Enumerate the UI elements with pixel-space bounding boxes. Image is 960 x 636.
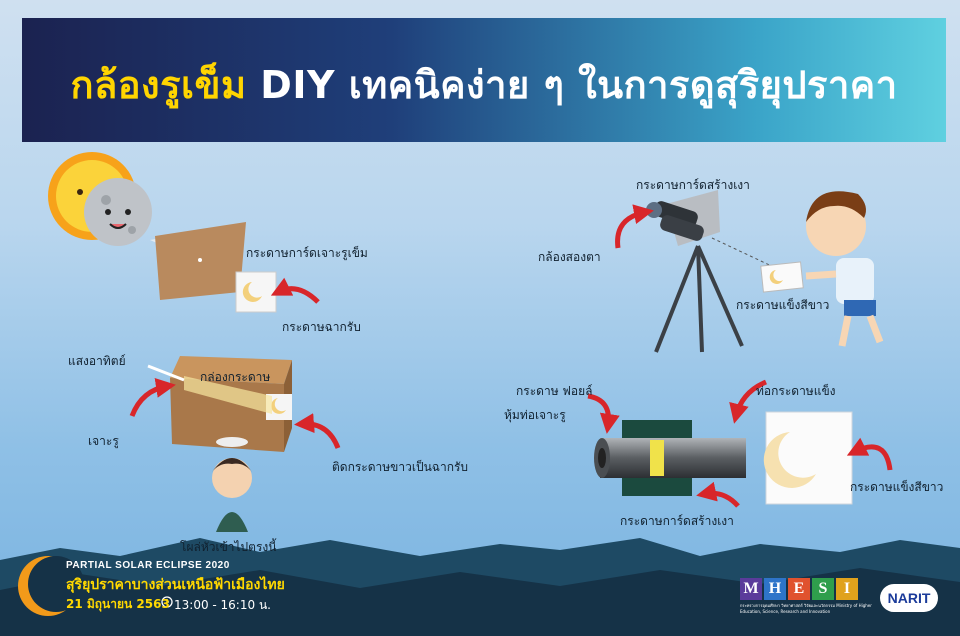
label-tube: ท่อกระดาษแข็ง bbox=[756, 384, 836, 398]
page-title: กล้องรูเข็ม DIY เทคนิคง่าย ๆ ในการดูสุริ… bbox=[22, 54, 946, 115]
eclipse-logo bbox=[18, 556, 84, 616]
mhesi-letter: E bbox=[788, 578, 810, 600]
arrow-white-screen bbox=[294, 413, 341, 449]
person-icon bbox=[212, 458, 252, 532]
label-binocular-card: กระดาษการ์ดสร้างเงา bbox=[636, 178, 750, 192]
arrow-tube bbox=[729, 379, 768, 424]
binoculars-setup bbox=[646, 190, 804, 353]
arrow-binoculars bbox=[615, 204, 654, 249]
mhesi-logo: M H E S I bbox=[740, 578, 858, 600]
arrow-hole bbox=[129, 377, 176, 417]
arrow-foil bbox=[587, 393, 620, 434]
label-screen: กระดาษฉากรับ bbox=[282, 320, 361, 334]
boy-icon bbox=[805, 191, 884, 347]
mhesi-letter: M bbox=[740, 578, 762, 600]
label-white-board: กระดาษแข็งสีขาว bbox=[736, 298, 830, 312]
arrow-board bbox=[846, 437, 893, 471]
mhesi-letter: H bbox=[764, 578, 786, 600]
box-camera bbox=[147, 356, 292, 452]
label-white-board-2: กระดาษแข็งสีขาว bbox=[850, 480, 944, 494]
screen-card bbox=[235, 271, 277, 313]
label-hole: เจาะรู bbox=[88, 434, 119, 448]
title-highlight: กล้องรูเข็ม bbox=[70, 63, 247, 107]
label-put-head: โผล่หัวเข้าไปตรงนี้ bbox=[180, 540, 277, 554]
event-time: 13:00 - 16:10 น. bbox=[174, 598, 271, 612]
moon-icon bbox=[84, 178, 152, 246]
mhesi-letter: I bbox=[836, 578, 858, 600]
event-title: PARTIAL SOLAR ECLIPSE 2020 bbox=[66, 560, 230, 571]
label-sunlight: แสงอาทิตย์ bbox=[68, 354, 126, 368]
event-date: 21 มิถุนายน 2563 bbox=[66, 597, 170, 611]
label-white-screen: ติดกระดาษขาวเป็นฉากรับ bbox=[332, 460, 469, 474]
label-card-pinhole: กระดาษการ์ดเจาะรูเข็ม bbox=[246, 246, 368, 260]
narit-logo: NARIT bbox=[880, 584, 938, 612]
label-binoculars: กล้องสองตา bbox=[538, 250, 601, 264]
event-subtitle: สุริยุปราคาบางส่วนเหนือฟ้าเมืองไทย bbox=[66, 577, 285, 593]
mhesi-subtitle: กระทรวงการอุดมศึกษา วิทยาศาสตร์ วิจัยและ… bbox=[740, 603, 872, 614]
clock-icon bbox=[161, 596, 173, 608]
label-shadow-card-2: กระดาษการ์ดสร้างเงา bbox=[620, 514, 734, 528]
label-foil-1: กระดาษ ฟอยล์ bbox=[516, 384, 593, 398]
label-box: กล่องกระดาษ bbox=[200, 370, 271, 384]
arrow-screen bbox=[270, 277, 320, 304]
title-banner: กล้องรูเข็ม DIY เทคนิคง่าย ๆ ในการดูสุริ… bbox=[22, 18, 946, 142]
tube-viewer bbox=[594, 411, 853, 505]
title-rest: DIY เทคนิคง่าย ๆ ในการดูสุริยุปราคา bbox=[246, 63, 898, 107]
arrow-card2 bbox=[696, 481, 740, 508]
label-foil-2: หุ้มท่อเจาะรู bbox=[504, 408, 566, 422]
mhesi-letter: S bbox=[812, 578, 834, 600]
